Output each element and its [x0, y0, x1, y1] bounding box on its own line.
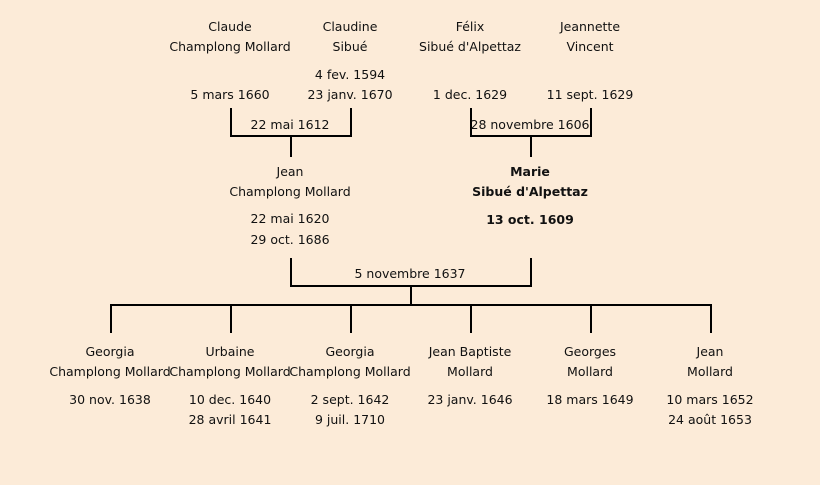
- focus-person-birth-date: 13 oct. 1609: [486, 211, 574, 227]
- person-last-name: Vincent: [566, 38, 614, 54]
- person-death-date: 11 sept. 1629: [546, 86, 634, 102]
- person-death-date: 29 oct. 1686: [250, 231, 330, 247]
- marriage-date-right: 28 novembre 1606: [470, 116, 590, 132]
- child-last-name: Champlong Mollard: [289, 363, 411, 379]
- person-last-name: Sibué: [332, 38, 368, 54]
- child-date: 9 juil. 1710: [314, 411, 386, 427]
- child-first-name: Georgia: [325, 343, 375, 359]
- child-date: 10 mars 1652: [666, 391, 754, 407]
- person-first-name: Jean: [276, 163, 304, 179]
- marriage-date-parents: 5 novembre 1637: [354, 265, 466, 281]
- person-first-name: Claude: [208, 18, 252, 34]
- person-death-date: 1 dec. 1629: [432, 86, 508, 102]
- person-birth-date: 22 mai 1620: [250, 210, 330, 226]
- person-first-name: Félix: [455, 18, 485, 34]
- person-last-name: Champlong Mollard: [169, 38, 291, 54]
- person-first-name: Claudine: [322, 18, 378, 34]
- person-first-name: Jeannette: [559, 18, 621, 34]
- child-last-name: Champlong Mollard: [169, 363, 291, 379]
- child-date: 30 nov. 1638: [69, 391, 151, 407]
- child-date: 2 sept. 1642: [310, 391, 390, 407]
- child-date: 18 mars 1649: [546, 391, 634, 407]
- child-first-name: Urbaine: [205, 343, 255, 359]
- child-first-name: Jean Baptiste: [428, 343, 512, 359]
- person-last-name: Champlong Mollard: [229, 183, 351, 199]
- focus-person-last-name: Sibué d'Alpettaz: [472, 183, 588, 199]
- child-first-name: Jean: [696, 343, 724, 359]
- child-first-name: Georges: [563, 343, 617, 359]
- child-date: 10 dec. 1640: [188, 391, 272, 407]
- child-last-name: Mollard: [447, 363, 493, 379]
- child-date: 28 avril 1641: [188, 411, 272, 427]
- child-first-name: Georgia: [85, 343, 135, 359]
- child-date: 23 janv. 1646: [427, 391, 513, 407]
- person-death-date: 5 mars 1660: [190, 86, 270, 102]
- focus-person-first-name: Marie: [510, 163, 550, 179]
- person-last-name: Sibué d'Alpettaz: [419, 38, 521, 54]
- person-birth-date: 4 fev. 1594: [314, 66, 386, 82]
- person-death-date: 23 janv. 1670: [307, 86, 393, 102]
- child-date: 24 août 1653: [668, 411, 752, 427]
- child-last-name: Mollard: [687, 363, 733, 379]
- child-last-name: Mollard: [567, 363, 613, 379]
- marriage-date-left: 22 mai 1612: [250, 116, 330, 132]
- child-last-name: Champlong Mollard: [49, 363, 171, 379]
